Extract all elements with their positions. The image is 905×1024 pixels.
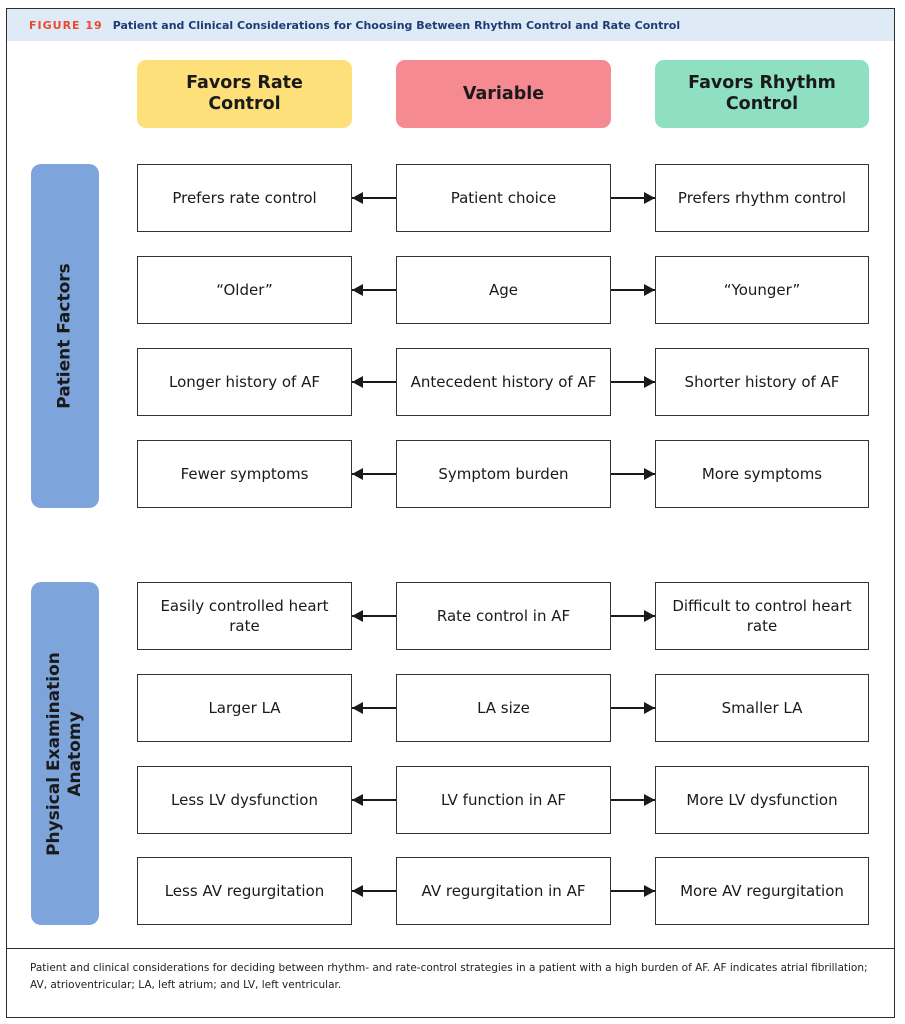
rhythm-box: Smaller LA xyxy=(655,674,869,742)
variable-box: AV regurgitation in AF xyxy=(396,857,611,925)
arrow-left-icon xyxy=(352,885,396,897)
variable-box: Rate control in AF xyxy=(396,582,611,650)
rate-box: Larger LA xyxy=(137,674,352,742)
rate-box: Less LV dysfunction xyxy=(137,766,352,834)
arrow-right-icon xyxy=(611,610,655,622)
variable-box: LA size xyxy=(396,674,611,742)
rhythm-box: Prefers rhythm control xyxy=(655,164,869,232)
side-label-text: Physical Examination Anatomy xyxy=(44,652,87,856)
figure-title-bar: FIGURE 19 Patient and Clinical Considera… xyxy=(7,9,894,41)
rate-box: “Older” xyxy=(137,256,352,324)
arrow-left-icon xyxy=(352,376,396,388)
rhythm-box: “Younger” xyxy=(655,256,869,324)
arrow-right-icon xyxy=(611,192,655,204)
rhythm-box: More LV dysfunction xyxy=(655,766,869,834)
arrow-left-icon xyxy=(352,610,396,622)
rhythm-box: More AV regurgitation xyxy=(655,857,869,925)
arrow-right-icon xyxy=(611,468,655,480)
rate-box: Easily controlled heart rate xyxy=(137,582,352,650)
variable-box: Symptom burden xyxy=(396,440,611,508)
arrow-right-icon xyxy=(611,376,655,388)
side-label-text: Patient Factors xyxy=(54,263,75,409)
figure-label: FIGURE 19 xyxy=(29,18,103,32)
side-label-line: Physical Examination xyxy=(43,651,64,856)
rate-box: Prefers rate control xyxy=(137,164,352,232)
arrow-right-icon xyxy=(611,284,655,296)
figure-title: Patient and Clinical Considerations for … xyxy=(112,18,681,32)
arrow-left-icon xyxy=(352,192,396,204)
arrow-right-icon xyxy=(611,885,655,897)
rate-box: Fewer symptoms xyxy=(137,440,352,508)
rhythm-box: More symptoms xyxy=(655,440,869,508)
variable-box: LV function in AF xyxy=(396,766,611,834)
side-label-physical-examination-anatomy: Physical Examination Anatomy xyxy=(31,582,99,925)
arrow-right-icon xyxy=(611,794,655,806)
arrow-left-icon xyxy=(352,702,396,714)
header-variable: Variable xyxy=(396,60,611,128)
rate-box: Less AV regurgitation xyxy=(137,857,352,925)
header-favors-rate-control: Favors Rate Control xyxy=(137,60,352,128)
variable-box: Age xyxy=(396,256,611,324)
variable-box: Antecedent history of AF xyxy=(396,348,611,416)
figure-caption: Patient and clinical considerations for … xyxy=(30,962,868,992)
arrow-left-icon xyxy=(352,284,396,296)
side-label-patient-factors: Patient Factors xyxy=(31,164,99,508)
arrow-left-icon xyxy=(352,468,396,480)
side-label-line: Anatomy xyxy=(65,710,85,797)
caption-divider xyxy=(7,948,894,949)
rhythm-box: Difficult to control heart rate xyxy=(655,582,869,650)
arrow-left-icon xyxy=(352,794,396,806)
rate-box: Longer history of AF xyxy=(137,348,352,416)
header-favors-rhythm-control: Favors Rhythm Control xyxy=(655,60,869,128)
rhythm-box: Shorter history of AF xyxy=(655,348,869,416)
variable-box: Patient choice xyxy=(396,164,611,232)
arrow-right-icon xyxy=(611,702,655,714)
